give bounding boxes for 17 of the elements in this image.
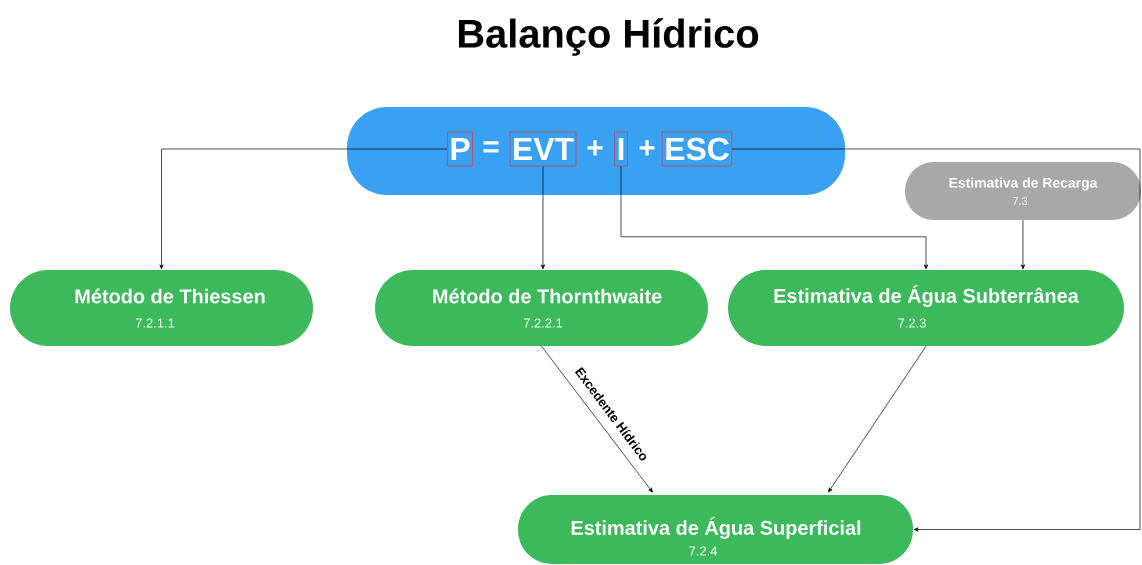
arrow: [828, 345, 927, 493]
formula-term: EVT: [509, 131, 577, 167]
arrow: [620, 166, 929, 270]
process-box: Método de Thornthwaite 7.2.2.1: [375, 270, 708, 346]
arrow: [1020, 219, 1026, 270]
formula-term: ESC: [661, 131, 733, 167]
formula-term: I: [614, 131, 628, 167]
process-box: Estimativa de Água Subterrânea 7.2.3: [728, 270, 1124, 346]
process-box: Método de Thiessen 7.2.1.1: [10, 270, 313, 346]
process-box: Estimativa de Água Superficial 7.2.4: [518, 495, 913, 564]
formula-term: P: [446, 131, 474, 167]
arrow: [540, 166, 546, 270]
diagram-title: Balanço Hídrico: [458, 18, 759, 56]
arrow: [541, 345, 653, 493]
arrow: [159, 148, 448, 270]
process-box: Estimativa de Recarga 7.3: [905, 162, 1141, 220]
arrow: [731, 148, 1141, 532]
